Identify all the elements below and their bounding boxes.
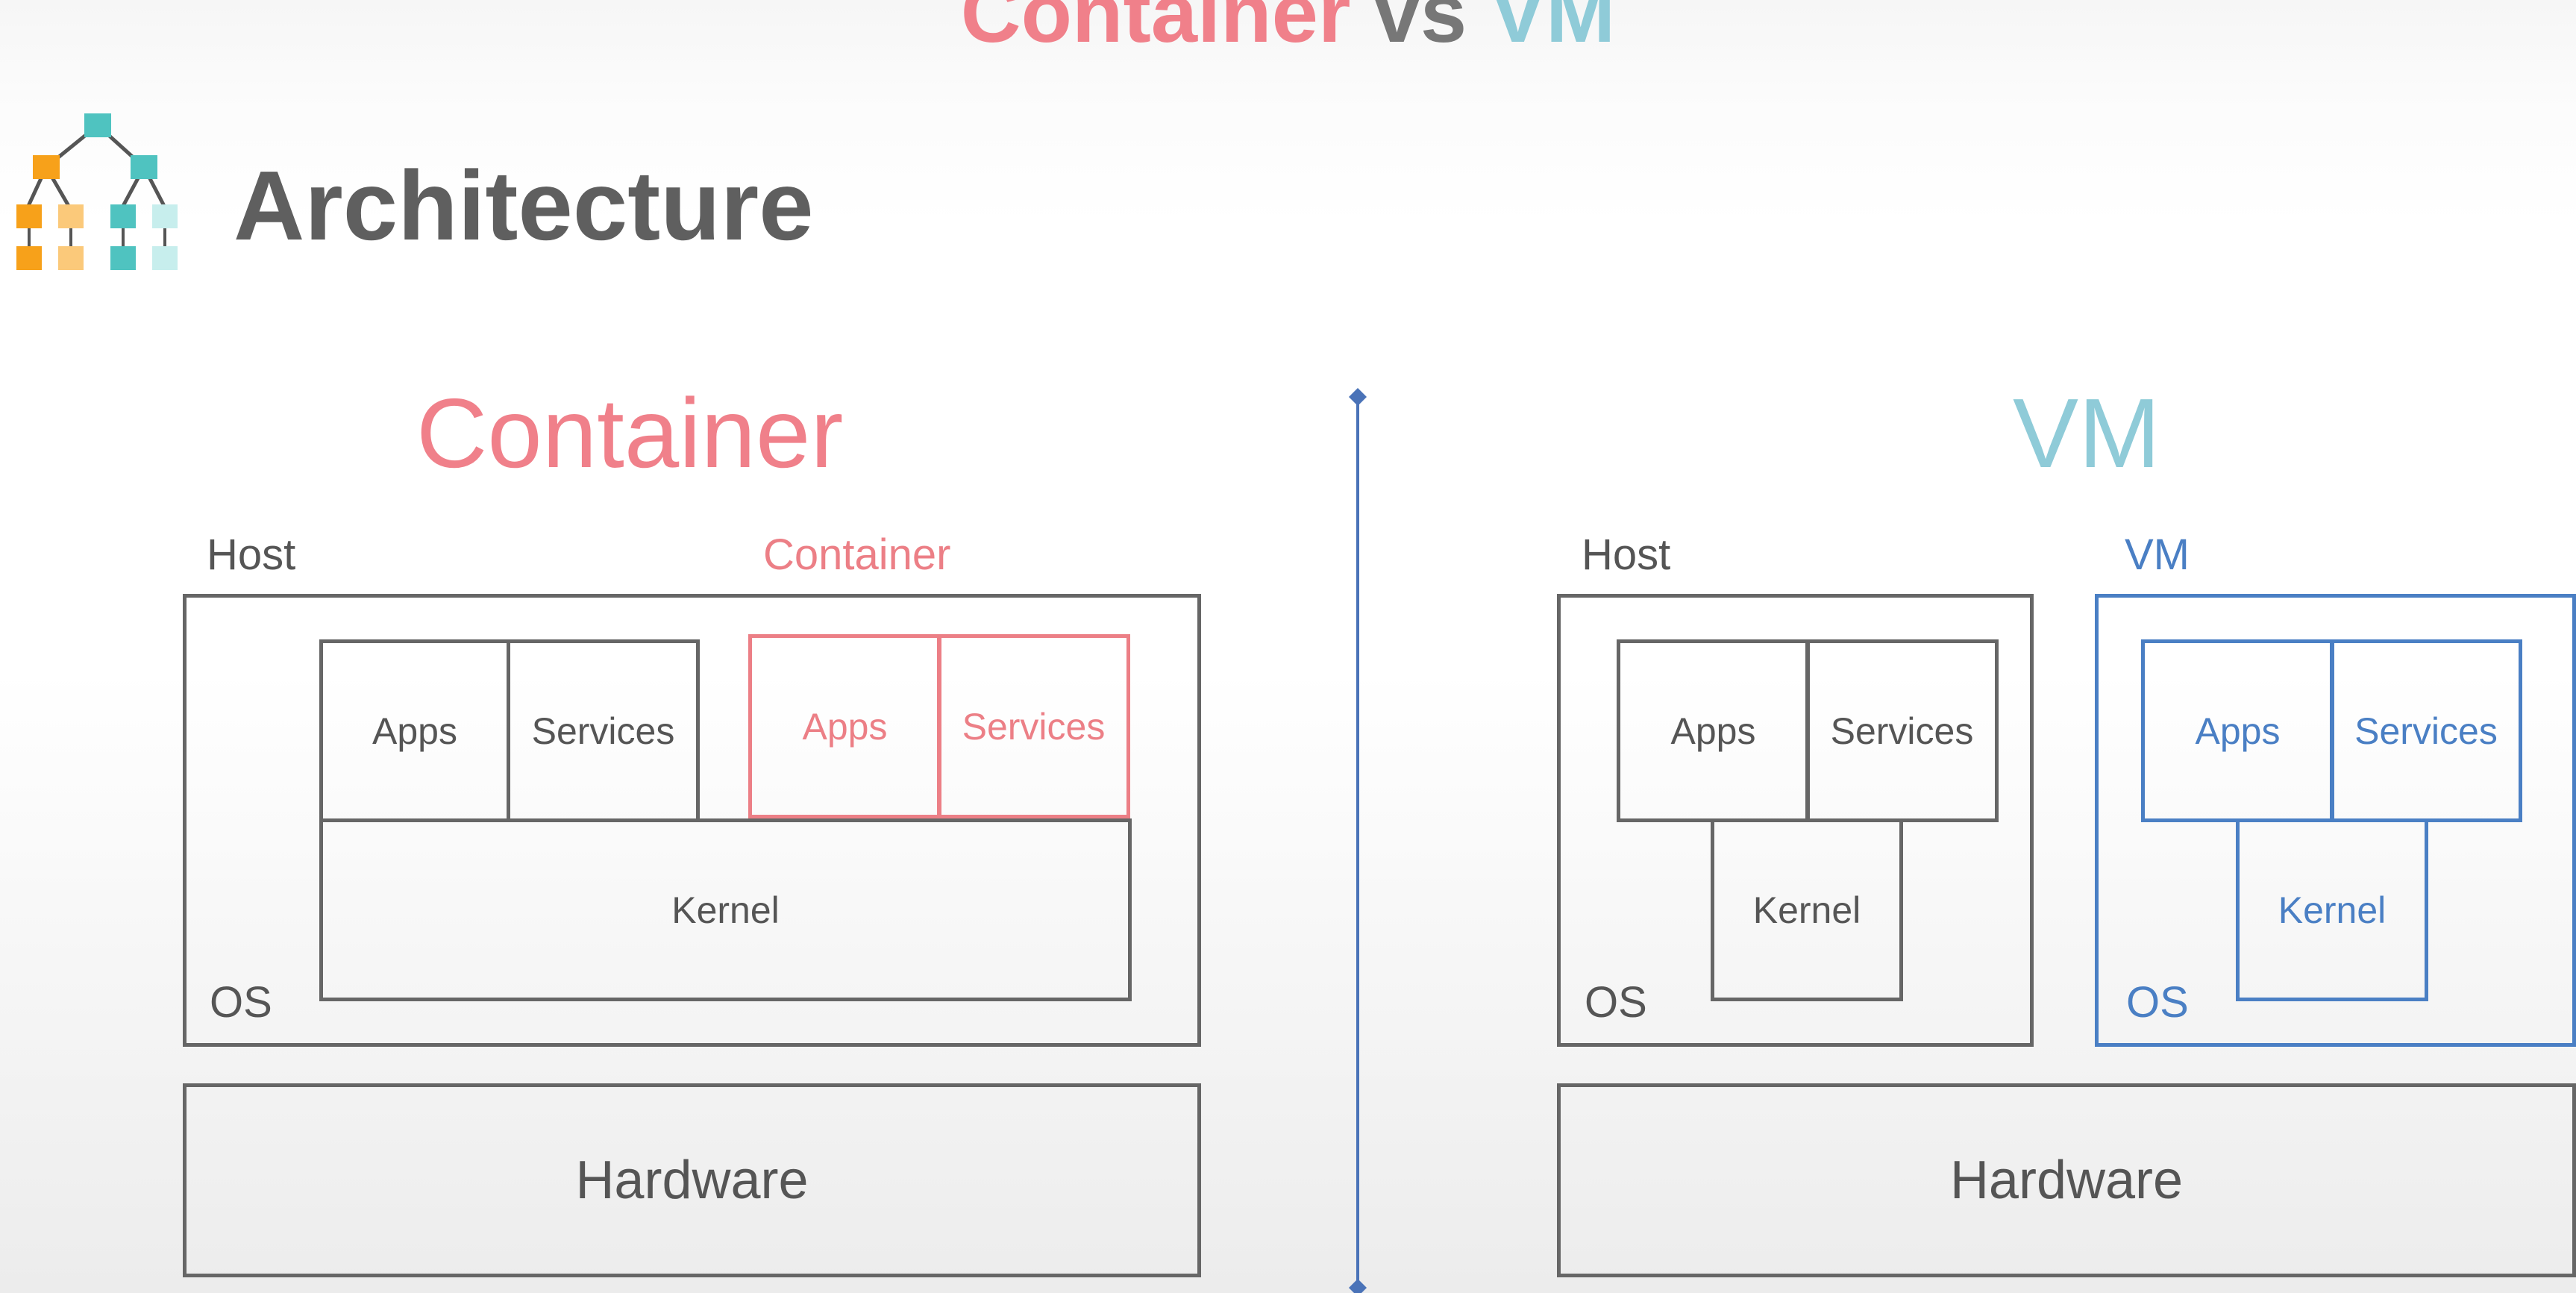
container-host-os-box [183, 594, 1201, 1047]
container-column-title: Container [416, 378, 844, 488]
vm-vm-label: VM [2125, 530, 2190, 579]
title-container-word: Container [960, 0, 1351, 60]
vm-guest-os-label: OS [2126, 978, 2189, 1027]
container-container-label: Container [763, 530, 951, 579]
vm-guest-apps-box: Apps [2141, 639, 2334, 822]
vm-column-title: VM [2013, 378, 2160, 488]
vm-guest-services-box: Services [2330, 639, 2522, 822]
title-vm-word: VM [1490, 0, 1616, 60]
slide-title: Container vs VM [0, 0, 2576, 55]
vm-host-kernel-box: Kernel [1711, 818, 1903, 1001]
center-divider [1349, 388, 1367, 1293]
vm-host-label: Host [1582, 530, 1671, 579]
vm-host-os-label: OS [1585, 978, 1647, 1027]
vm-guest-kernel-box: Kernel [2236, 818, 2428, 1001]
vm-host-apps-box: Apps [1617, 639, 1810, 822]
container-services-box: Services [937, 634, 1130, 818]
container-os-label: OS [210, 978, 272, 1027]
hierarchy-icon [16, 113, 178, 270]
container-host-apps-box: Apps [319, 639, 510, 822]
vm-host-services-box: Services [1805, 639, 1999, 822]
section-heading: Architecture [234, 151, 814, 260]
container-apps-box: Apps [748, 634, 941, 818]
vm-host-os-box [1557, 594, 2034, 1047]
container-kernel-box: Kernel [319, 818, 1132, 1001]
container-host-services-box: Services [507, 639, 700, 822]
title-vs-word: vs [1373, 0, 1467, 60]
container-hardware-box: Hardware [183, 1083, 1201, 1277]
vm-hardware-box: Hardware [1557, 1083, 2576, 1277]
container-host-label: Host [207, 530, 296, 579]
vm-guest-os-box [2095, 594, 2576, 1047]
